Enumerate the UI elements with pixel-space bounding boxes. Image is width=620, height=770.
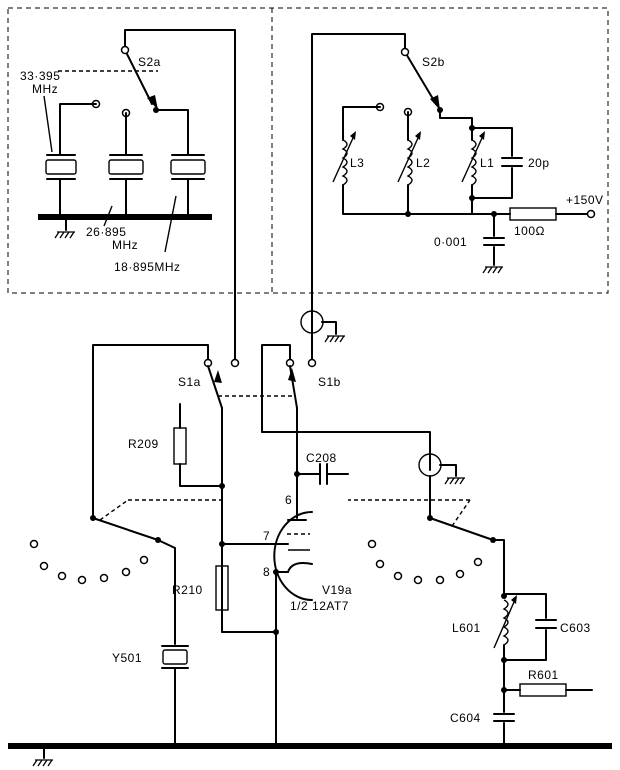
l2-label: L2 — [416, 156, 430, 170]
s2b-label: S2b — [422, 55, 445, 69]
s2b-switch: S2b — [311, 33, 445, 361]
r210-resistor: R210 — [172, 541, 279, 746]
s2a-switch: S2a — [58, 29, 236, 361]
s1a-label: S1a — [178, 375, 201, 389]
switch-board-enclosure — [7, 7, 609, 294]
100-ohm-resistor-label: 100Ω — [514, 224, 545, 238]
valve-v19a: 6 7 8 V19a 1/2 12AT7 — [263, 491, 352, 613]
0-001-capacitor-label: 0·001 — [434, 235, 467, 249]
s1b-switch: S1b — [261, 344, 431, 493]
coax-connector-upper — [300, 310, 346, 343]
s2a-label: S2a — [138, 55, 161, 69]
y501-label: Y501 — [112, 651, 142, 665]
crystal-bank: 33·395 MHz 26·895 MHz 18·895MHz — [20, 69, 212, 274]
pin-7-label: 7 — [263, 529, 270, 543]
r601-label: R601 — [528, 668, 559, 682]
valve-name-label: V19a — [322, 583, 352, 597]
c603-label: C603 — [560, 621, 591, 635]
ground-bus — [8, 743, 612, 767]
right-rotary-wafer — [348, 499, 496, 585]
valve-type-label: 1/2 12AT7 — [290, 599, 349, 613]
r601-c604-network: R601 C604 — [450, 668, 593, 746]
crystal-1-freq: 33·395 — [20, 69, 60, 83]
crystal-2-unit: MHz — [112, 238, 138, 252]
l1-label: L1 — [480, 156, 494, 170]
crystal-3-freq: 18·895MHz — [114, 260, 181, 274]
coil-bank: L3 L2 L1 20p 100Ω +150V — [332, 102, 604, 274]
crystal-1-unit: MHz — [32, 82, 58, 96]
s1a-switch: S1a — [92, 344, 292, 633]
20p-capacitor-label: 20p — [528, 156, 550, 170]
supply-voltage-label: +150V — [566, 193, 604, 207]
c604-label: C604 — [450, 711, 481, 725]
coax-connector-lower — [418, 453, 466, 519]
l3-label: L3 — [350, 156, 364, 170]
pin-6-label: 6 — [285, 493, 292, 507]
r209-resistor: R209 — [128, 403, 225, 489]
r209-label: R209 — [128, 437, 159, 451]
crystal-2-freq: 26·895 — [86, 225, 126, 239]
l601-c603-tank: L601 C603 — [452, 539, 591, 691]
c208-capacitor: C208 — [294, 451, 349, 485]
c208-label: C208 — [306, 451, 337, 465]
s1b-label: S1b — [318, 375, 341, 389]
y501-crystal: Y501 — [112, 539, 189, 746]
left-rotary-wafer — [29, 499, 222, 585]
pin-8-label: 8 — [263, 565, 270, 579]
l601-label: L601 — [452, 621, 481, 635]
r210-label: R210 — [172, 583, 203, 597]
